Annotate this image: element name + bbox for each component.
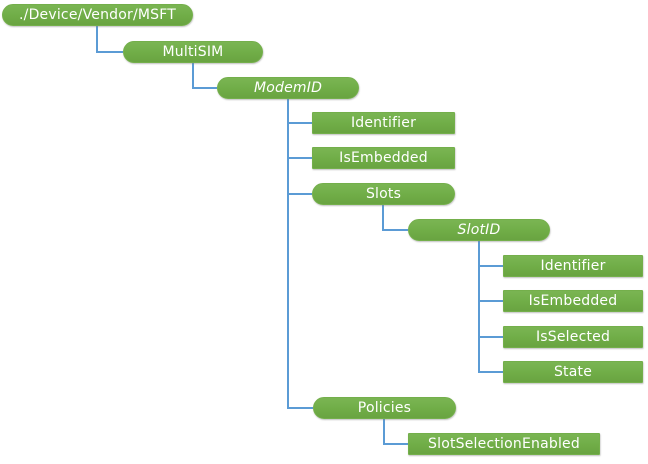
connector-root-multisim-vertical: [96, 26, 98, 53]
node-modem-identifier: Identifier: [312, 112, 455, 134]
node-modemid: ModemID: [217, 77, 359, 99]
connector-policies-horizontal: [383, 443, 408, 445]
connector-multisim-modemid-vertical: [192, 63, 194, 89]
node-device-vendor-msft: ./Device/Vendor/MSFT: [2, 4, 193, 26]
node-policies: Policies: [313, 397, 456, 419]
connector-modemid-trunk-vertical: [287, 99, 289, 409]
node-slot-isembedded: IsEmbedded: [503, 290, 643, 312]
connector-root-multisim-horizontal: [96, 51, 123, 53]
connector-modemid-isembedded-horizontal: [287, 157, 312, 159]
node-slot-identifier: Identifier: [503, 255, 643, 277]
connector-slotid-isselected-horizontal: [478, 336, 503, 338]
connector-multisim-modemid-horizontal: [192, 87, 217, 89]
connector-slotid-isembedded-horizontal: [478, 300, 503, 302]
connector-slotid-trunk-vertical: [478, 241, 480, 373]
node-slot-state: State: [503, 361, 643, 383]
connector-modemid-identifier-horizontal: [287, 122, 312, 124]
node-slotselectionenabled: SlotSelectionEnabled: [408, 433, 600, 455]
node-modem-isembedded: IsEmbedded: [312, 147, 455, 169]
node-slotid: SlotID: [408, 219, 550, 241]
connector-modemid-policies-horizontal: [287, 407, 313, 409]
connector-modemid-slots-horizontal: [287, 193, 312, 195]
connector-slotid-identifier-horizontal: [478, 265, 503, 267]
node-multisim: MultiSIM: [123, 41, 263, 63]
node-slot-isselected: IsSelected: [503, 326, 643, 348]
connector-slots-slotid-vertical: [382, 205, 384, 231]
node-slots: Slots: [312, 183, 455, 205]
connector-slotid-state-horizontal: [478, 371, 503, 373]
connector-slots-slotid-horizontal: [382, 229, 408, 231]
connector-policies-vertical: [383, 419, 385, 445]
